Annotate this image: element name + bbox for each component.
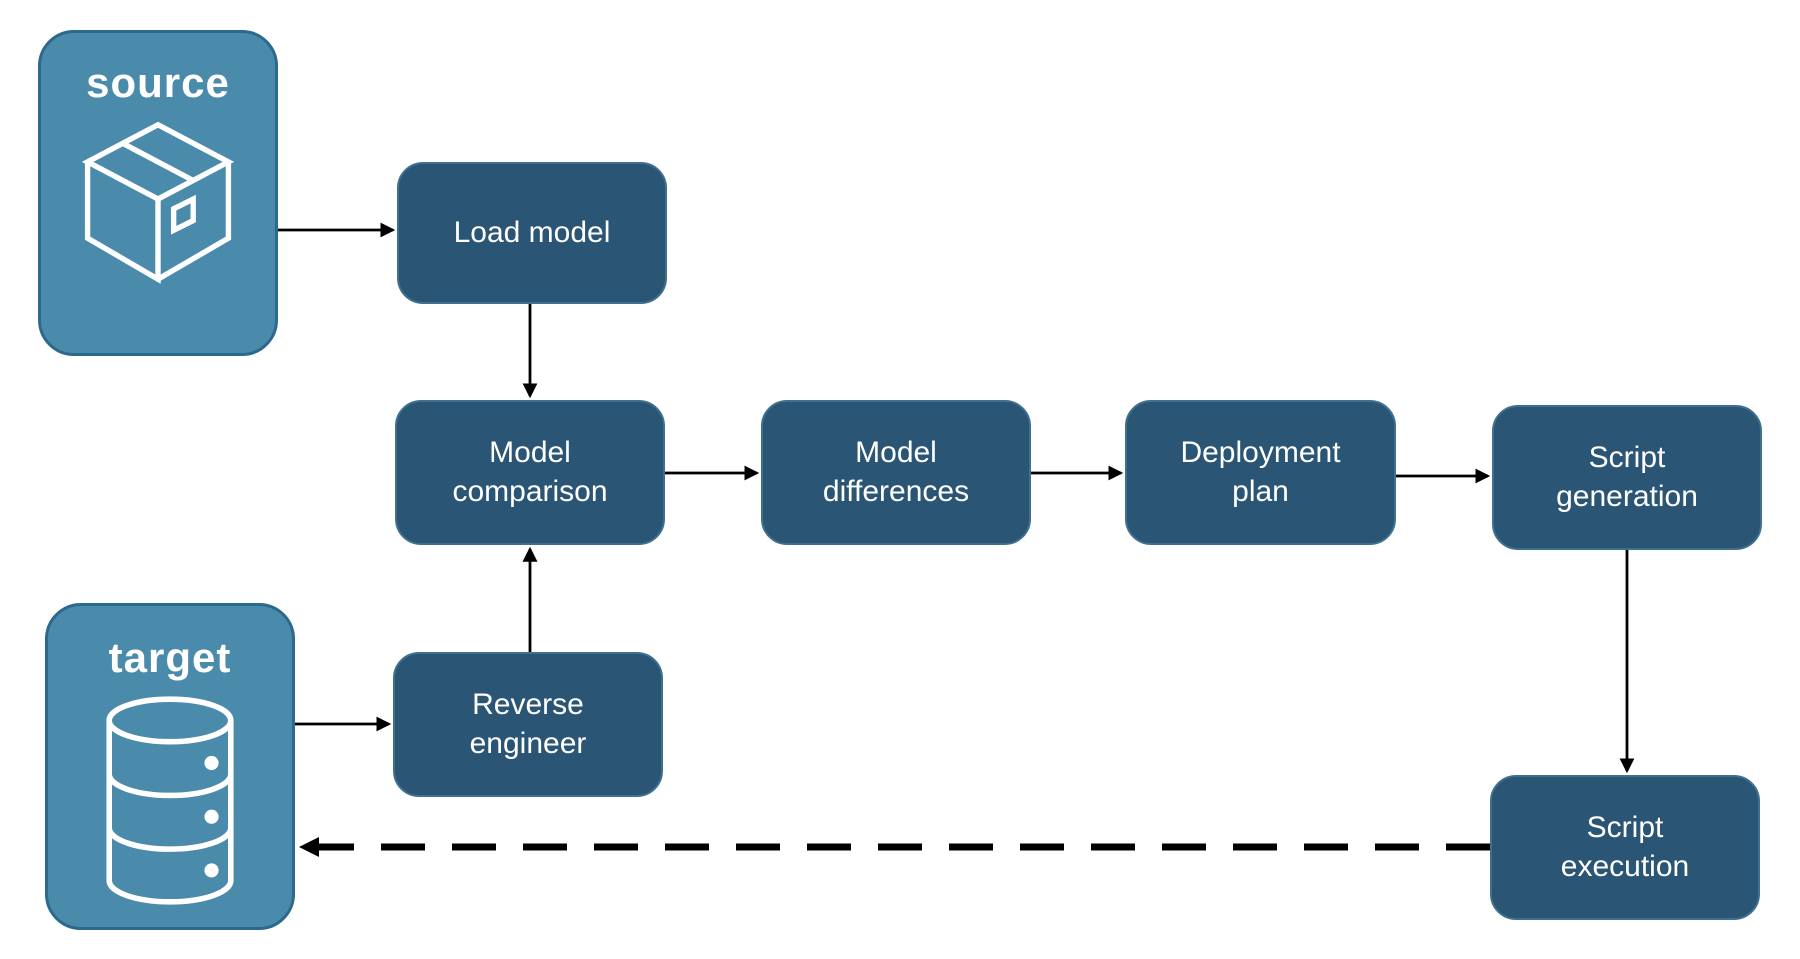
node-model-differences-label: Model differences	[822, 436, 970, 508]
node-model-differences: Model differences	[761, 400, 1031, 545]
node-load-model-label: Load model	[453, 215, 611, 249]
target-group-label: target	[108, 634, 232, 681]
package-icon	[81, 121, 235, 284]
node-deployment-plan-label: Deployment plan	[1180, 436, 1341, 508]
node-model-comparison-label: Model comparison	[452, 436, 608, 508]
source-group: source	[38, 30, 278, 356]
target-group: target	[45, 603, 295, 930]
node-script-generation: Script generation	[1492, 405, 1762, 550]
node-reverse-engineer-label: Reverse engineer	[469, 688, 587, 760]
database-icon	[106, 696, 234, 905]
node-reverse-engineer: Reverse engineer	[393, 652, 663, 797]
source-group-label: source	[86, 59, 230, 106]
node-load-model: Load model	[397, 162, 667, 304]
node-deployment-plan: Deployment plan	[1125, 400, 1396, 545]
node-script-execution-label: Script execution	[1560, 811, 1690, 883]
node-script-execution: Script execution	[1490, 775, 1760, 920]
node-model-comparison: Model comparison	[395, 400, 665, 545]
node-script-generation-label: Script generation	[1556, 441, 1698, 513]
